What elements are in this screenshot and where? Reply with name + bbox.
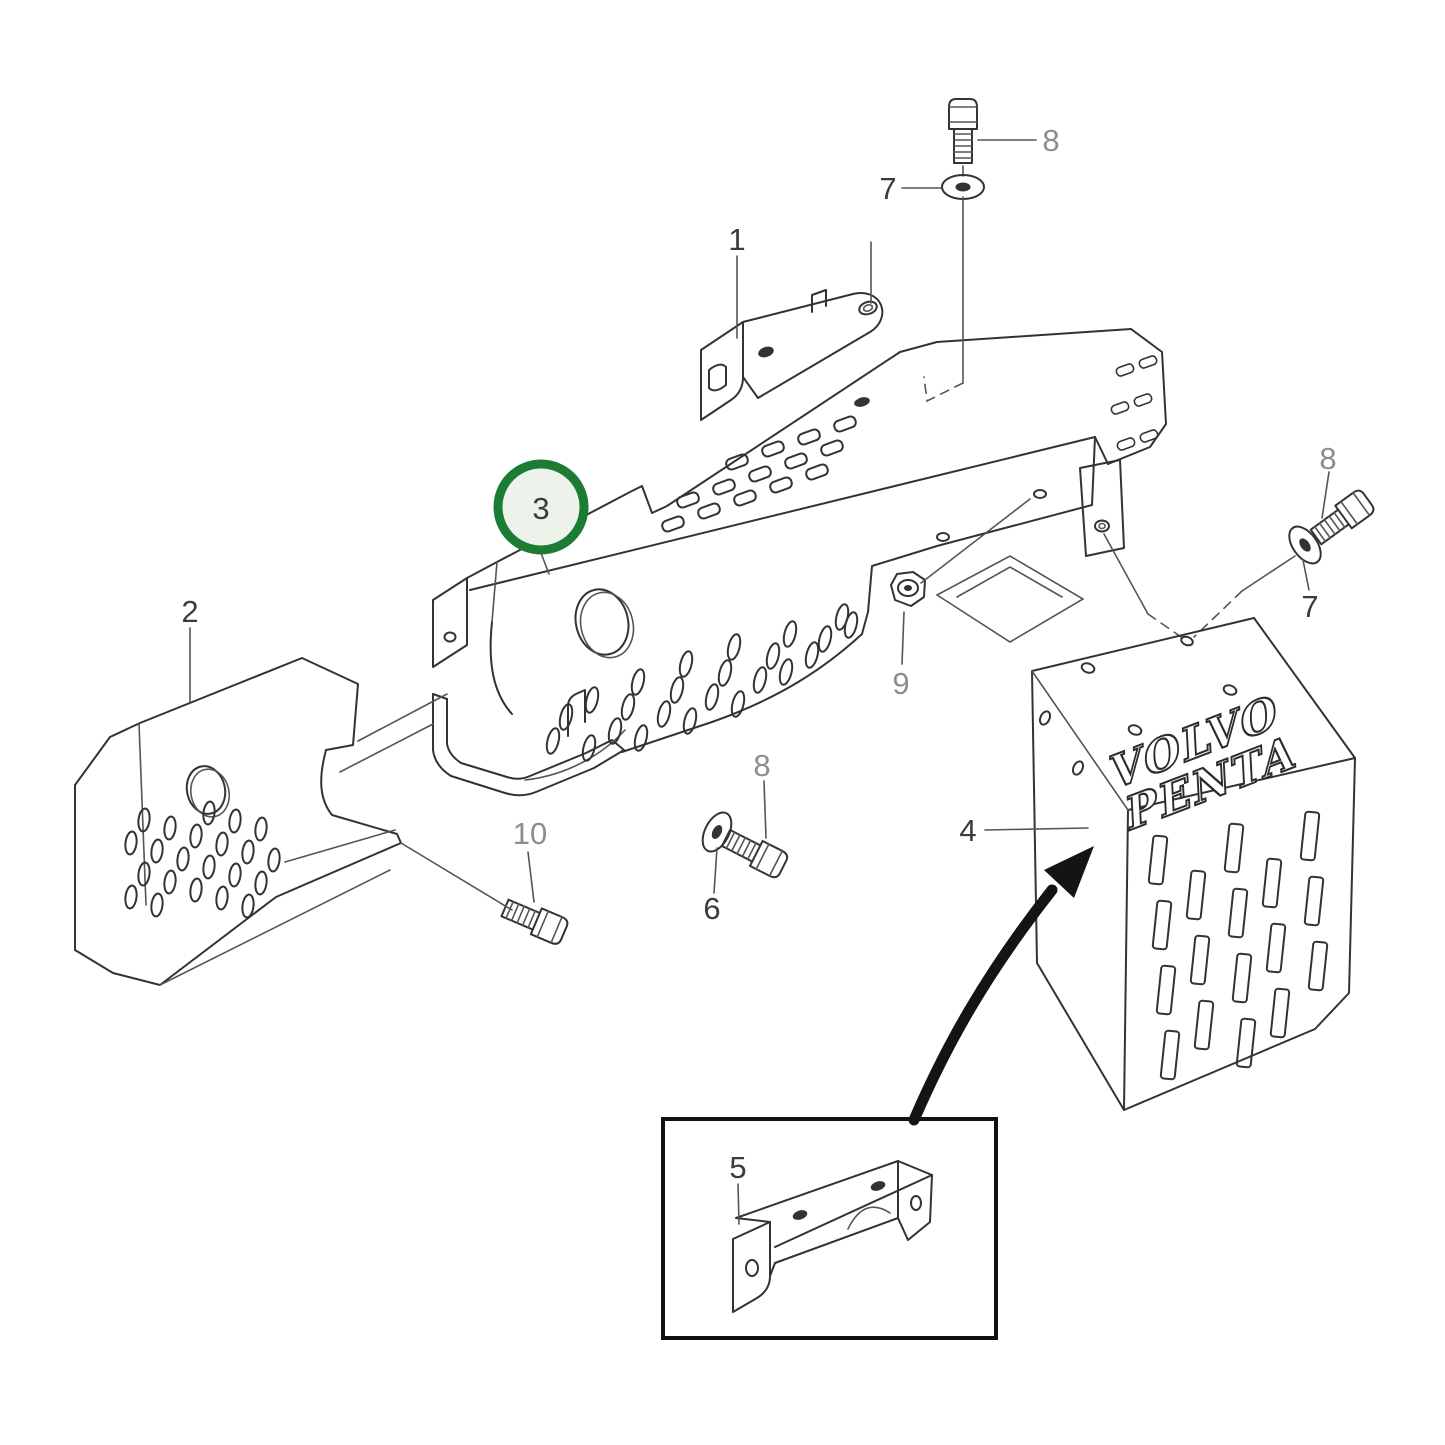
bolt-8-right[interactable] (1306, 487, 1378, 550)
part-3-top-slots (659, 414, 859, 534)
callout-4[interactable]: 4 (959, 813, 976, 848)
callout-5[interactable]: 5 (729, 1150, 746, 1185)
callout-6[interactable]: 6 (703, 891, 720, 926)
callout-3[interactable]: 3 (532, 491, 549, 526)
inset-box-part-5[interactable] (661, 1117, 998, 1340)
part-2-end-cover[interactable] (74, 657, 402, 986)
callout-8-middle[interactable]: 8 (753, 748, 770, 783)
part-3-front-slots (543, 602, 861, 763)
leader-lines (189, 139, 1330, 1225)
callouts: 1 2 4 5 6 7 8 7 8 8 9 10 (181, 123, 1336, 1185)
highlight-badge-part-3[interactable]: 3 (493, 459, 589, 575)
callout-9[interactable]: 9 (892, 666, 909, 701)
callout-7-right[interactable]: 7 (1301, 589, 1318, 624)
projection-lines-right (1103, 533, 1296, 640)
part-3-main-cover[interactable] (339, 328, 1167, 797)
projection-lines-top (870, 196, 964, 403)
bolt-10[interactable] (400, 842, 571, 947)
part-1-bracket[interactable] (700, 289, 884, 421)
bolt-8-top[interactable] (948, 98, 978, 177)
callout-8-top[interactable]: 8 (1042, 123, 1059, 158)
callout-7-top[interactable]: 7 (879, 171, 896, 206)
callout-2[interactable]: 2 (181, 594, 198, 629)
part-3-endcap-slots (1109, 354, 1160, 452)
callout-8-right[interactable]: 8 (1319, 441, 1336, 476)
washer-7-top[interactable] (941, 174, 985, 200)
part-2-perforations (123, 799, 282, 920)
brand-logo: VOLVO PENTA (1108, 682, 1298, 844)
arrow-pointer (908, 846, 1094, 1126)
callout-1[interactable]: 1 (728, 222, 745, 257)
callout-10[interactable]: 10 (513, 816, 547, 851)
washer-7-right[interactable] (1281, 519, 1329, 571)
part-4-slots (1147, 810, 1329, 1081)
nut-9[interactable] (890, 498, 1031, 607)
